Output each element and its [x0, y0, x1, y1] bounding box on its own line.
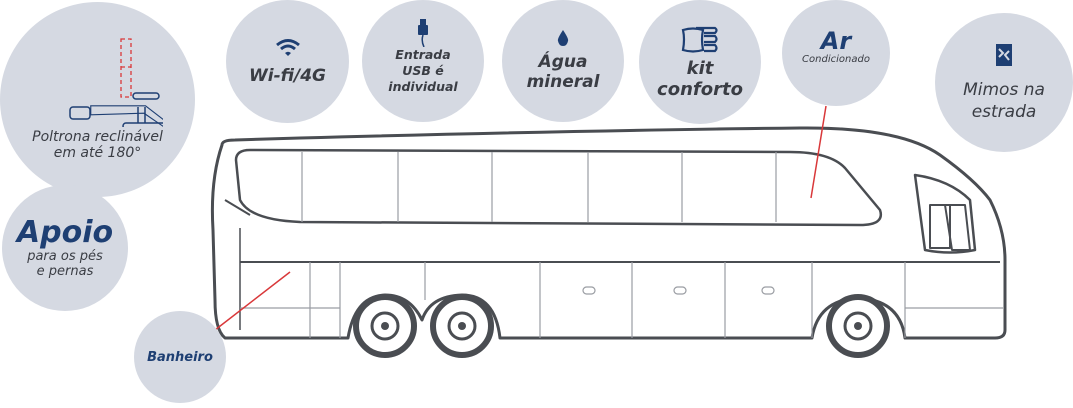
seat-label-line1: Poltrona reclinável [32, 128, 163, 145]
snacks-line2: estrada [971, 101, 1037, 122]
ac-pointer-line [810, 105, 827, 199]
wheel [353, 294, 417, 358]
feature-reclining-seat: Poltrona reclinável em até 180° [0, 2, 195, 197]
usb-line3: individual [388, 79, 458, 94]
feature-wifi: Wi-fi/4G [226, 0, 349, 123]
kit-line2: conforto [657, 79, 743, 100]
usb-line1: Entrada [395, 47, 451, 62]
snack-icon [996, 43, 1012, 66]
reclining-seat-icon [68, 37, 163, 127]
bathroom-pointer-line [214, 271, 291, 331]
ac-title: Ar [820, 26, 852, 55]
wheel [826, 294, 890, 358]
feature-support: Apoio para os pés e pernas [2, 185, 128, 311]
snacks-line1: Mimos na [963, 79, 1045, 100]
support-line1: para os pés [27, 249, 103, 264]
usb-line2: USB é [402, 63, 444, 78]
feature-snacks: Mimos na estrada [935, 13, 1073, 152]
feature-bathroom: Banheiro [134, 311, 226, 403]
wheel [430, 294, 494, 358]
water-drop-icon [557, 30, 569, 46]
feature-air-conditioning: Ar Condicionado [782, 0, 890, 106]
feature-usb: Entrada USB é individual [362, 0, 484, 122]
support-line2: e pernas [36, 264, 94, 279]
bathroom-label: Banheiro [147, 349, 213, 365]
ac-subtitle: Condicionado [802, 53, 870, 65]
feature-comfort-kit: kit conforto [639, 0, 761, 124]
wifi-icon [275, 38, 300, 56]
kit-line1: kit [686, 58, 714, 79]
usb-icon [418, 19, 428, 47]
water-line2: mineral [526, 72, 600, 92]
wifi-label: Wi-fi/4G [248, 65, 326, 86]
pillow-icon [681, 26, 718, 53]
feature-water: Água mineral [502, 0, 624, 122]
water-line1: Água [538, 52, 588, 72]
seat-label-line2: em até 180° [53, 144, 142, 161]
support-title: Apoio [16, 215, 114, 250]
